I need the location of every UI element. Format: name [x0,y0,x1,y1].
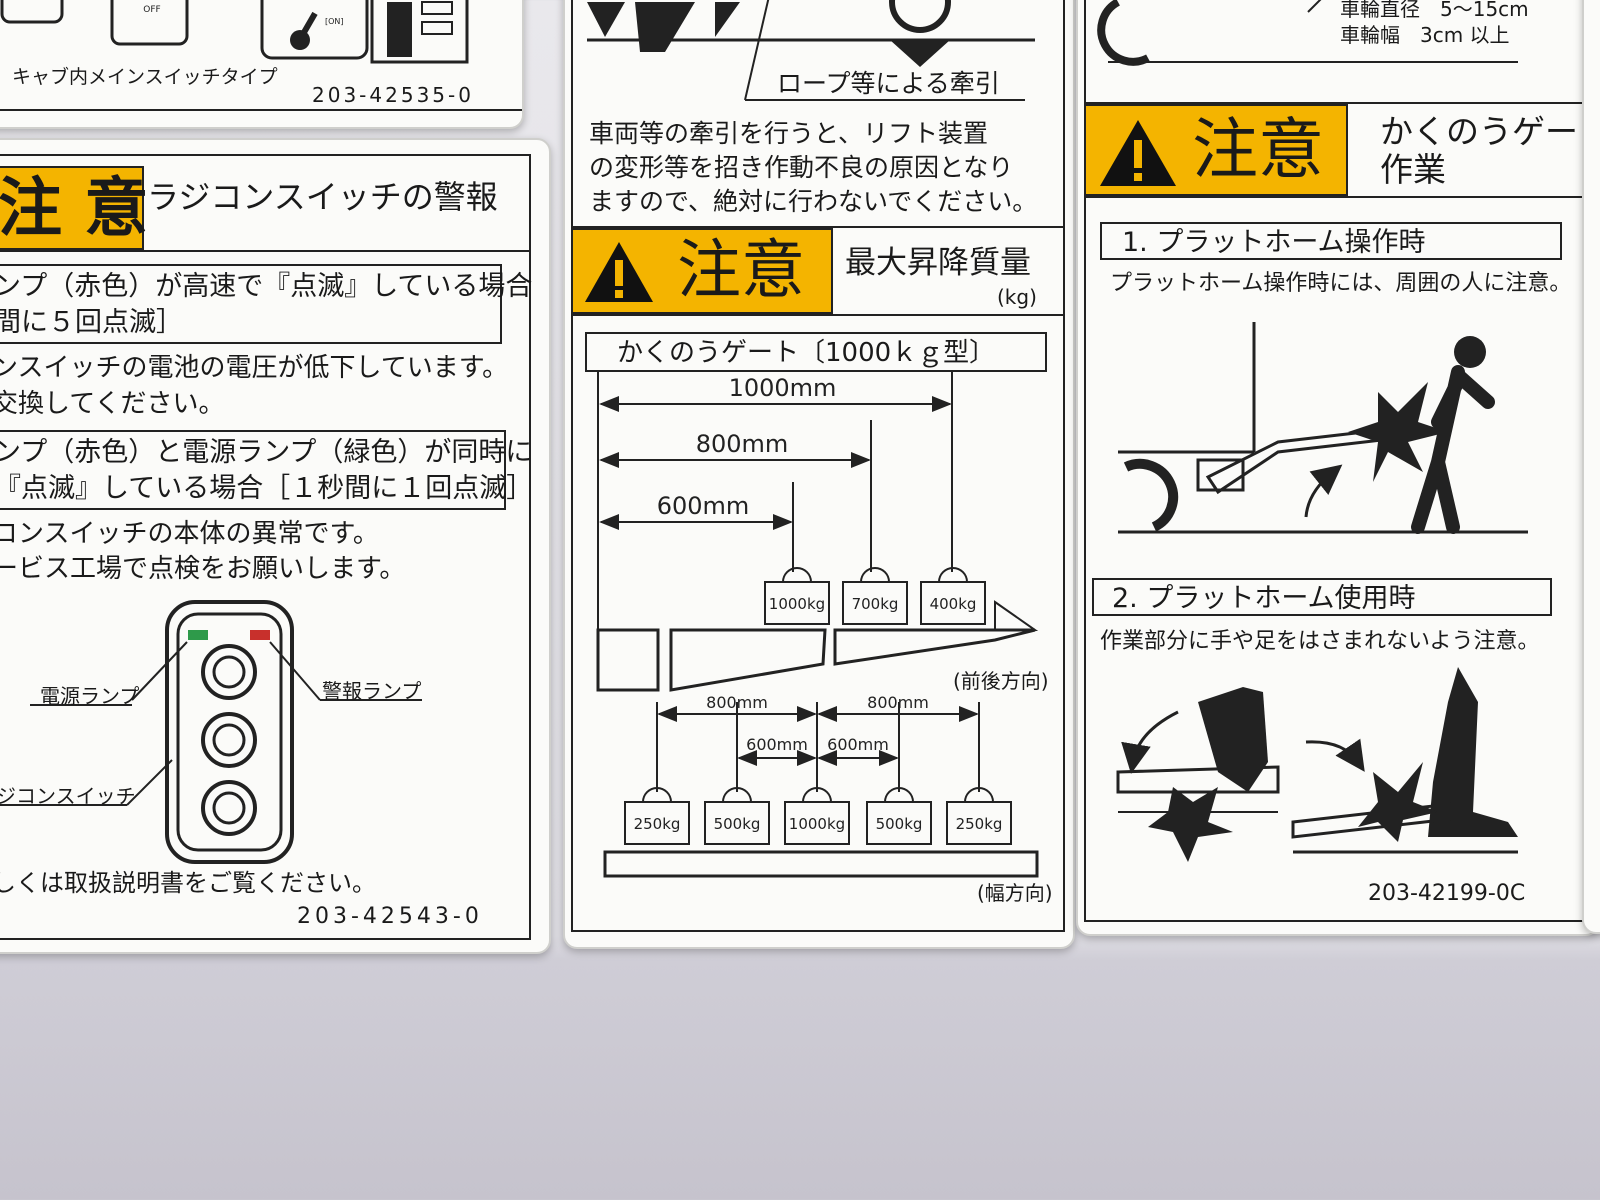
middle-label-frame [571,0,1065,932]
alarm-lamp-label: 警報ランプ [322,679,422,703]
section-2-title: 2. プラットホーム使用時 [1112,583,1416,614]
radio-switch-warning-label: 注 意 ラジコンスイッチの警報 ンプ（赤色）が高速で『点滅』している場合 間に５… [0,138,551,954]
power-lamp-icon [188,630,208,640]
right-header-divider [1084,196,1590,198]
battery-low-text-2: 交換してください。 [0,389,225,419]
condition-box-2: ンプ（赤色）と電源ランプ（緑色）が同時に 『点滅』している場合［１秒間に１回点滅… [0,430,533,510]
pinch-hazard-illustration [1116,667,1518,862]
front-back-dimension-label: 1000mm [729,374,837,402]
part-code-right: 203-42199-0C [1368,881,1526,906]
width-direction-label: (幅方向) [977,881,1053,905]
warning-header-box: 注 意 [0,166,148,250]
section-divider [571,226,1065,228]
towing-warning-line2: の変形等を招き作動不良の原因となり [589,153,1014,182]
width-weight: 1000kg [784,787,850,845]
width-weight-label: 500kg [714,815,761,833]
gate-type-label: かくのうゲート〔1000ｋｇ型〕 [617,338,996,368]
manual-reference-text: しくは取扱説明書をご覧ください。 [0,869,376,897]
front-back-dimension: 800mm [599,420,872,572]
front-back-weight: 400kg [920,567,986,625]
width-dimension-inner-label: 600mm [827,735,889,754]
platform-operation-illustration [1118,322,1528,534]
front-back-dimension-label: 800mm [696,430,789,458]
body-fault-text-1: コンスイッチの本体の異常です。 [0,519,379,549]
gate-work-title-line1: かくのうゲート [1380,112,1600,151]
warning-triangle-icon [1100,120,1176,186]
radio-switch-label: ジコンスイッチ [0,784,136,808]
left-top-label: OFF [ON] キャブ内メインスイッチタイプ 203-42535-0 [0,0,524,129]
condition-2-line2: 『点滅』している場合［１秒間に１回点滅］ [0,473,534,504]
width-weight-label: 1000kg [789,815,845,833]
section-2-text: 作業部分に手や足をはさまれないよう注意。 [1100,629,1540,654]
header-divider-middle [571,314,1065,316]
warning-header-box-right: 注意 [1084,104,1348,196]
left-label-frame [0,154,531,940]
width-weight: 500kg [704,787,770,845]
width-dimension-inner: 600mm [817,735,899,766]
on-text: [ON] [325,17,344,26]
mass-unit: (kg) [997,285,1037,309]
front-back-weight: 700kg [842,567,908,625]
width-dimension-inner: 600mm [737,735,817,766]
front-back-weight: 1000kg [764,567,830,625]
width-dimension-inner-label: 600mm [746,735,808,754]
warning-word: 注 意 [0,172,149,246]
warning-triangle-icon [585,242,653,302]
gate-type-box: かくのうゲート〔1000ｋｇ型〕 [585,332,1047,372]
part-code-top-left: 203-42535-0 [312,83,474,107]
width-weight-label: 250kg [956,815,1003,833]
remote-control-illustration [0,600,422,864]
battery-low-text-1: ンスイッチの電池の電圧が低下しています。 [0,353,509,383]
alarm-lamp-icon [250,630,270,640]
width-weight: 500kg [866,787,932,845]
front-back-weight-label: 700kg [852,595,899,613]
gate-operation-warning-label: 車輪直径 5～15cm 車輪幅 3cm 以上 注意 かくのうゲート 作業 1. … [1076,0,1600,936]
wheel-width-spec: 車輪幅 3cm 以上 [1340,23,1510,47]
warning-word-middle: 注意 [677,234,805,308]
front-back-dimension: 1000mm [599,372,953,572]
condition-2-line1: ンプ（赤色）と電源ランプ（緑色）が同時に [0,437,533,468]
section-1-text: プラットホーム操作時には、周囲の人に注意。 [1110,271,1572,296]
width-weight: 250kg [946,787,1012,845]
front-back-dimension: 600mm [599,482,794,572]
towing-warning-line1: 車両等の牽引を行うと、リフト装置 [589,119,989,148]
max-lift-mass-title: 最大昇降質量 [845,245,1031,281]
towing-warning-line3: ますので、絶対に行わないでください。 [589,187,1038,216]
front-back-direction-label: (前後方向) [953,669,1049,693]
front-back-weight-label: 400kg [930,595,977,613]
width-weight: 250kg [624,787,690,845]
section-1-title: 1. プラットホーム操作時 [1122,227,1426,258]
gate-work-title-line2: 作業 [1380,150,1446,189]
condition-1-line1: ンプ（赤色）が高速で『点滅』している場合 [0,271,533,302]
max-lift-mass-label: ロープ等による牽引 車両等の牽引を行うと、リフト装置 の変形等を招き作動不良の原… [563,0,1075,949]
towing-illustration [587,0,1035,101]
adjacent-label-edge [1582,0,1600,934]
power-lamp-label: 電源ランプ [40,684,140,708]
front-back-weight-label: 1000kg [769,595,825,613]
warning-word-right: 注意 [1192,111,1324,188]
rope-towing-label: ロープ等による牽引 [777,69,1000,98]
section-1-box: 1. プラットホーム操作時 [1100,222,1562,260]
width-weight-label: 250kg [634,815,681,833]
switch-illustration: OFF [ON] [0,0,522,111]
condition-box-1: ンプ（赤色）が高速で『点滅』している場合 間に５回点滅］ [0,264,532,344]
section-2-box: 2. プラットホーム使用時 [1092,578,1552,616]
condition-1-line2: 間に５回点滅］ [0,307,183,338]
switch-type-caption: キャブ内メインスイッチタイプ [12,66,278,88]
right-top-divider [1084,102,1590,104]
body-fault-text-2: ービス工場で点検をお願いします。 [0,554,406,584]
header-divider [0,250,531,252]
off-text: OFF [143,5,160,15]
front-back-dimension-label: 600mm [657,492,750,520]
wheel-diameter-spec: 車輪直径 5～15cm [1340,0,1529,21]
wheel-illustration [1097,0,1518,66]
width-weight-label: 500kg [876,815,923,833]
radio-switch-title: ラジコンスイッチの警報 [147,178,498,216]
warning-header-box-middle: 注意 [571,228,833,314]
part-code-left: 203-42543-0 [297,904,483,929]
